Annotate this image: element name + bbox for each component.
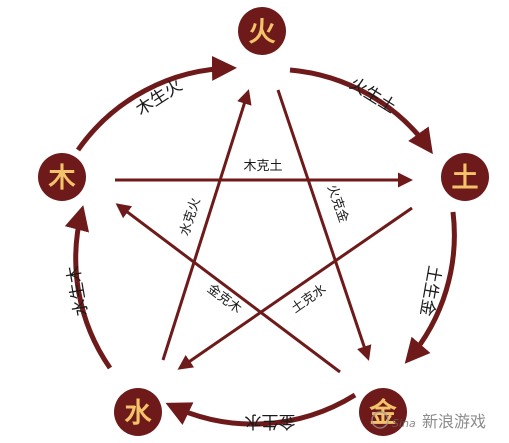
arc-water-to-wood xyxy=(64,205,113,370)
label-earth-overcomes-water: 土克水 xyxy=(289,282,330,317)
arrow-fire-to-metal xyxy=(276,89,372,361)
label-water-overcomes-fire: 水克火 xyxy=(178,196,204,238)
label-fire-overcomes-metal: 火克金 xyxy=(324,183,352,225)
generating-cycle xyxy=(64,55,457,427)
wood-circle xyxy=(38,153,86,201)
label-metal-generates-water: 金生水 xyxy=(245,411,296,431)
arrow-metal-to-wood xyxy=(115,203,341,374)
watermark-eye-icon xyxy=(371,411,389,429)
label-fire-generates-earth: 火生土 xyxy=(346,74,400,118)
fire-character: 火 xyxy=(249,17,276,48)
watermark-logo: Sina xyxy=(392,417,416,430)
overcoming-star xyxy=(115,89,413,374)
earth-circle xyxy=(441,153,489,201)
label-wood-overcomes-earth: 木克土 xyxy=(243,159,282,174)
watermark: Sina 新浪游戏 xyxy=(371,411,486,431)
arc-metal-to-water xyxy=(165,392,357,427)
wood-character: 木 xyxy=(48,163,76,194)
water-circle xyxy=(114,388,162,436)
arc-wood-to-fire xyxy=(75,55,237,152)
earth-character: 土 xyxy=(452,163,479,194)
water-character: 水 xyxy=(125,398,153,429)
arrow-water-to-fire xyxy=(161,89,252,361)
fire-circle xyxy=(238,7,286,55)
label-water-generates-wood: 水生木 xyxy=(64,264,93,318)
node-wood: 木 xyxy=(38,153,86,201)
arrow-earth-to-water xyxy=(177,206,413,370)
node-earth: 土 xyxy=(441,153,489,201)
node-fire: 火 xyxy=(238,7,286,55)
node-water: 水 xyxy=(114,388,162,436)
arc-fire-to-earth xyxy=(289,67,433,155)
watermark-text: 新浪游戏 xyxy=(422,412,486,431)
arc-earth-to-metal xyxy=(404,211,457,364)
